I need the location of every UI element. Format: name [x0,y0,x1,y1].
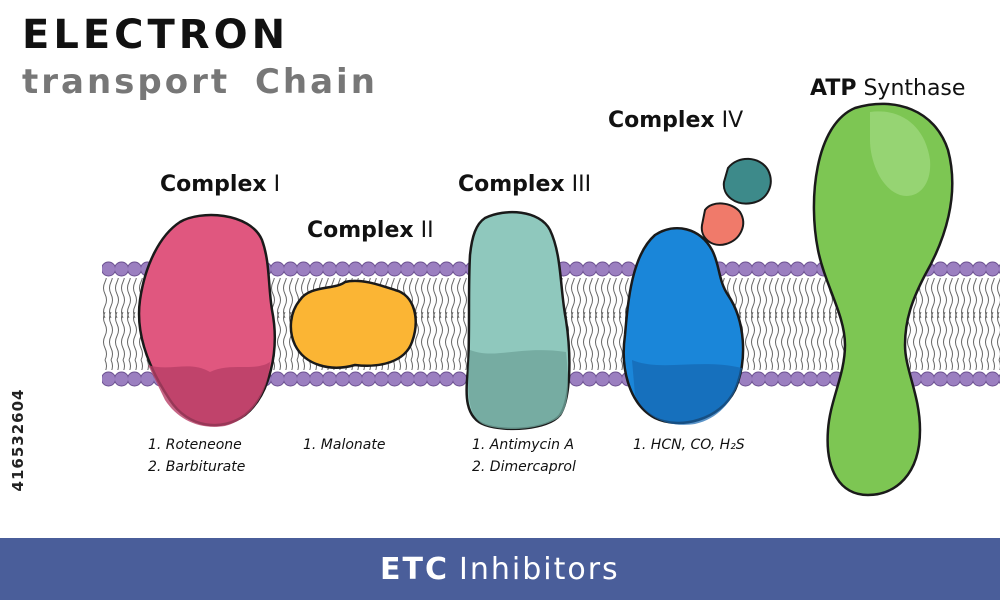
atp-synthase-shape [812,102,954,497]
complex-iv-inhibitors: 1. HCN, CO, H₂S [633,434,745,456]
complex-ii-label: Complex II [307,218,434,243]
membrane-diagram [102,102,1000,497]
atp-synthase-label: ATP Synthase [810,76,966,101]
complex-i-shape [137,213,276,427]
complex-iv-shape [622,157,772,425]
inhibitor-item: 2. Dimercaprol [472,459,576,475]
inhibitor-item: 1. HCN, CO, H₂S [633,437,745,453]
complex-iv-label: Complex IV [608,108,744,133]
complex-ii-inhibitors: 1. Malonate [303,434,385,456]
subunit-shape [700,202,745,246]
complex-iii-shape [465,210,571,431]
inhibitor-item: 2. Barbiturate [148,459,246,475]
complex-i-inhibitors: 1. Roteneone 2. Barbiturate [148,434,245,478]
complex-ii-shape [289,279,417,369]
complex-iii-label: Complex III [458,172,592,197]
title-sub: transport Chain [22,62,378,102]
complex-iii-inhibitors: 1. Antimycin A 2. Dimercaprol [472,434,576,478]
inhibitor-item: 1. Malonate [303,437,386,453]
complex-i-label: Complex I [160,172,281,197]
inhibitor-item: 1. Antimycin A [472,437,575,453]
side-id-text: 416532604 [9,388,27,492]
cytochrome-c-shape [722,157,772,205]
inhibitor-item: 1. Roteneone [148,437,242,453]
side-id: 416532604 [6,355,30,525]
title-main: ELECTRON [22,12,290,58]
